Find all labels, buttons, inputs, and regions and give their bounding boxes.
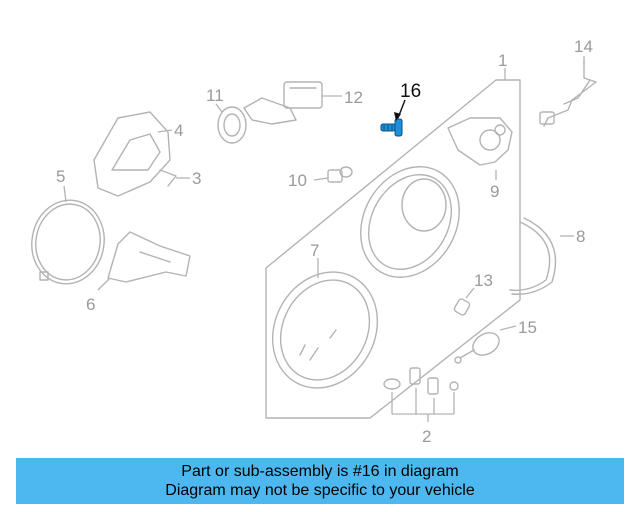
part-14-harness [539,61,597,127]
callout-6: 6 [86,295,95,314]
parts-diagram: 1 7 9 14 16 [31,37,597,446]
callout-12: 12 [344,88,363,107]
part-12-module [243,81,323,125]
callout-7: 7 [310,241,319,260]
callout-15: 15 [518,318,537,337]
callout-5: 5 [56,167,65,186]
info-banner: Part or sub-assembly is #16 in diagram D… [16,458,624,504]
part-9-socket [447,117,513,166]
callout-10: 10 [288,171,307,190]
callout-14: 14 [574,37,593,56]
part-2-hardware [383,367,459,422]
callout-4: 4 [174,121,183,140]
callout-13: 13 [474,271,493,290]
part-15-actuator [454,332,500,364]
callout-9: 9 [490,182,499,201]
part-upper-lamp [360,166,460,278]
part-13-bulb [453,298,471,316]
part-8-trim [509,217,557,295]
part-1-housing [265,79,521,419]
callout-16: 16 [400,81,421,102]
callout-8: 8 [576,227,585,246]
part-5-ring [31,199,105,285]
banner-line-1: Part or sub-assembly is #16 in diagram [181,463,459,480]
part-7-lower-lens [271,271,379,389]
part-10-bulb [327,166,353,183]
part-6-bracket [107,231,191,283]
callout-1: 1 [498,51,507,70]
callout-3: 3 [192,169,201,188]
part-4-lamp-housing [93,111,171,197]
callout-11: 11 [206,86,224,105]
part-16-screw [380,118,403,137]
part-3-clip [159,169,177,187]
part-11-connector [217,106,247,144]
callout-2: 2 [422,427,431,446]
banner-line-2: Diagram may not be specific to your vehi… [165,482,475,499]
